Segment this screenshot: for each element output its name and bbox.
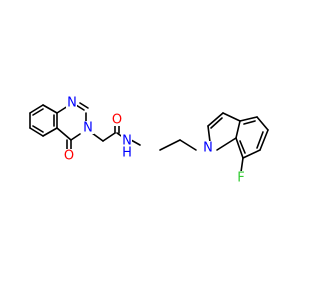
- f-label: F: [237, 171, 244, 186]
- acetamide-linker: [91, 123, 125, 142]
- indole-pyrrole-ring: [207, 112, 241, 151]
- benzo-ring: [29, 104, 58, 137]
- atom-n-indole: N: [202, 141, 214, 156]
- atom-o-ring: O: [63, 149, 74, 164]
- molecule-structure: N N O O N H N F: [29, 96, 269, 186]
- n3-label: N: [83, 121, 93, 136]
- n1-label: N: [67, 96, 77, 111]
- o-amide-label: O: [112, 113, 122, 128]
- atom-o-amide: O: [112, 113, 123, 128]
- atom-n3: N: [83, 121, 94, 136]
- atom-n1: N: [66, 96, 77, 111]
- o-ring-label: O: [64, 149, 74, 164]
- ethyl-chain: [130, 139, 197, 151]
- indole-benzo-ring: [235, 116, 269, 159]
- atom-n-amide: N H: [121, 134, 132, 161]
- n-indole-label: N: [203, 141, 213, 156]
- h-amide-label: H: [122, 146, 132, 161]
- fluoro-bond: [240, 157, 244, 173]
- ring-carbonyl-bond: [66, 139, 72, 150]
- atom-f: F: [235, 171, 247, 186]
- n-amide-label: N: [122, 134, 132, 149]
